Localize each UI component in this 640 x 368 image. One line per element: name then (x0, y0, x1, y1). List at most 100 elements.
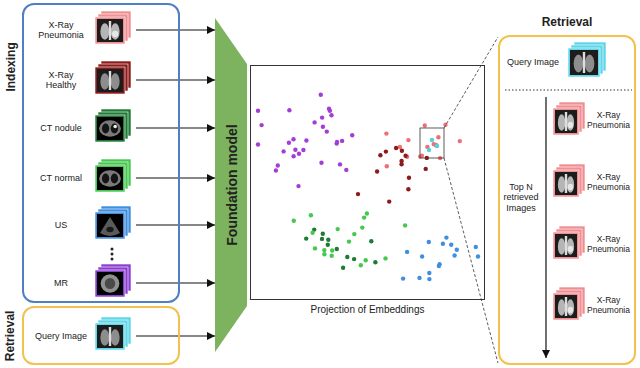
embedding-point (345, 255, 349, 259)
image-item: CT normal (30, 158, 136, 198)
embedding-point (274, 168, 278, 172)
embedding-point (330, 254, 334, 258)
image-ground (97, 325, 123, 348)
stack-frame (95, 115, 125, 142)
lung-shape (102, 123, 109, 133)
embedding-point (335, 247, 339, 251)
embedding-point (434, 143, 438, 147)
embedding-point (256, 142, 260, 146)
embedding-point (441, 242, 445, 246)
stack-frame (95, 17, 125, 44)
image-ground (555, 172, 577, 195)
embedding-point (281, 149, 285, 153)
lung-shape (567, 299, 574, 316)
spine-shape (109, 21, 111, 40)
embedding-point (406, 138, 410, 142)
embedding-point (458, 139, 462, 143)
embedding-point (417, 276, 421, 280)
image-stack (95, 61, 131, 94)
rank-arrow (545, 97, 546, 358)
embedding-point (259, 123, 263, 127)
embedding-point (387, 199, 391, 203)
embedding-point (360, 225, 364, 229)
embedding-point (384, 131, 388, 135)
image-stack (95, 11, 131, 44)
embedding-point (304, 138, 308, 142)
zoom-line (444, 158, 498, 363)
embedding-point (292, 219, 296, 223)
embedding-point (427, 240, 431, 244)
embedding-point (362, 215, 366, 219)
embedding-point (406, 187, 410, 191)
embedding-point (304, 236, 308, 240)
embedding-point (256, 109, 260, 113)
embedding-point (427, 277, 431, 281)
embedding-point (336, 227, 340, 231)
brain-inner (105, 278, 115, 289)
embedding-point (313, 246, 317, 250)
ellipsis-dot (111, 258, 114, 261)
query-point (435, 144, 439, 148)
lung-shape (100, 329, 109, 346)
lung-shape (100, 73, 109, 90)
embedding-point (291, 154, 295, 158)
arrow-connector (136, 224, 215, 225)
lung-shape (567, 238, 574, 255)
lung-shape (111, 23, 120, 40)
query-point (430, 138, 434, 142)
spine-shape (565, 174, 567, 193)
spine-shape (583, 52, 585, 73)
node-label: Retrieval (500, 16, 634, 30)
embedding-point (449, 243, 453, 247)
image-ground (97, 19, 123, 42)
embedding-points (256, 93, 480, 282)
arrow-connector (136, 127, 215, 128)
image-item: X-Ray Pneumonia (551, 97, 633, 145)
embedding-point (394, 146, 398, 150)
brain-shape (101, 274, 120, 292)
embedding-point (352, 257, 356, 261)
embedding-point (444, 235, 448, 239)
arrow-connector (136, 79, 215, 80)
embedding-point (347, 239, 351, 243)
group-box: RetrievalQuery Image (22, 306, 180, 365)
opacity-shape (112, 31, 118, 37)
embedding-point (321, 232, 325, 236)
lung-shape (574, 55, 584, 73)
spine-shape (565, 236, 567, 255)
embedding-point (335, 141, 339, 145)
image-item: X-Ray Pneumonia (30, 10, 136, 50)
stack-frame (95, 165, 125, 192)
embedding-point (405, 250, 409, 254)
opacity-shape (568, 246, 573, 252)
embedding-point (403, 223, 407, 227)
image-stack (95, 159, 131, 192)
embedding-point (309, 213, 313, 217)
lung-shape (567, 114, 574, 131)
stack-frame (553, 108, 579, 135)
embedding-point (287, 141, 291, 145)
image-stack (553, 164, 585, 197)
node-label: X-Ray Pneumonia (585, 111, 632, 131)
embedding-point (437, 264, 441, 268)
image-item: Query Image (30, 316, 136, 356)
image-stack (95, 317, 131, 350)
embedding-point (401, 276, 405, 280)
embedding-point (359, 263, 363, 267)
body-shape (99, 170, 121, 187)
arrow-connector (136, 29, 215, 30)
node-label: Query Image (32, 331, 90, 341)
image-stack (553, 226, 585, 259)
embedding-point (399, 159, 403, 163)
image-item: X-Ray Pneumonia (551, 282, 633, 330)
lung-shape (567, 176, 574, 193)
embedding-point (301, 148, 305, 152)
arrow-connector (136, 282, 215, 283)
image-ground (97, 272, 123, 295)
embedding-plot: Projection of Embeddings (250, 65, 485, 300)
embedding-point (369, 239, 373, 243)
lung-shape (100, 23, 109, 40)
node-label: Retrieval (4, 311, 18, 362)
